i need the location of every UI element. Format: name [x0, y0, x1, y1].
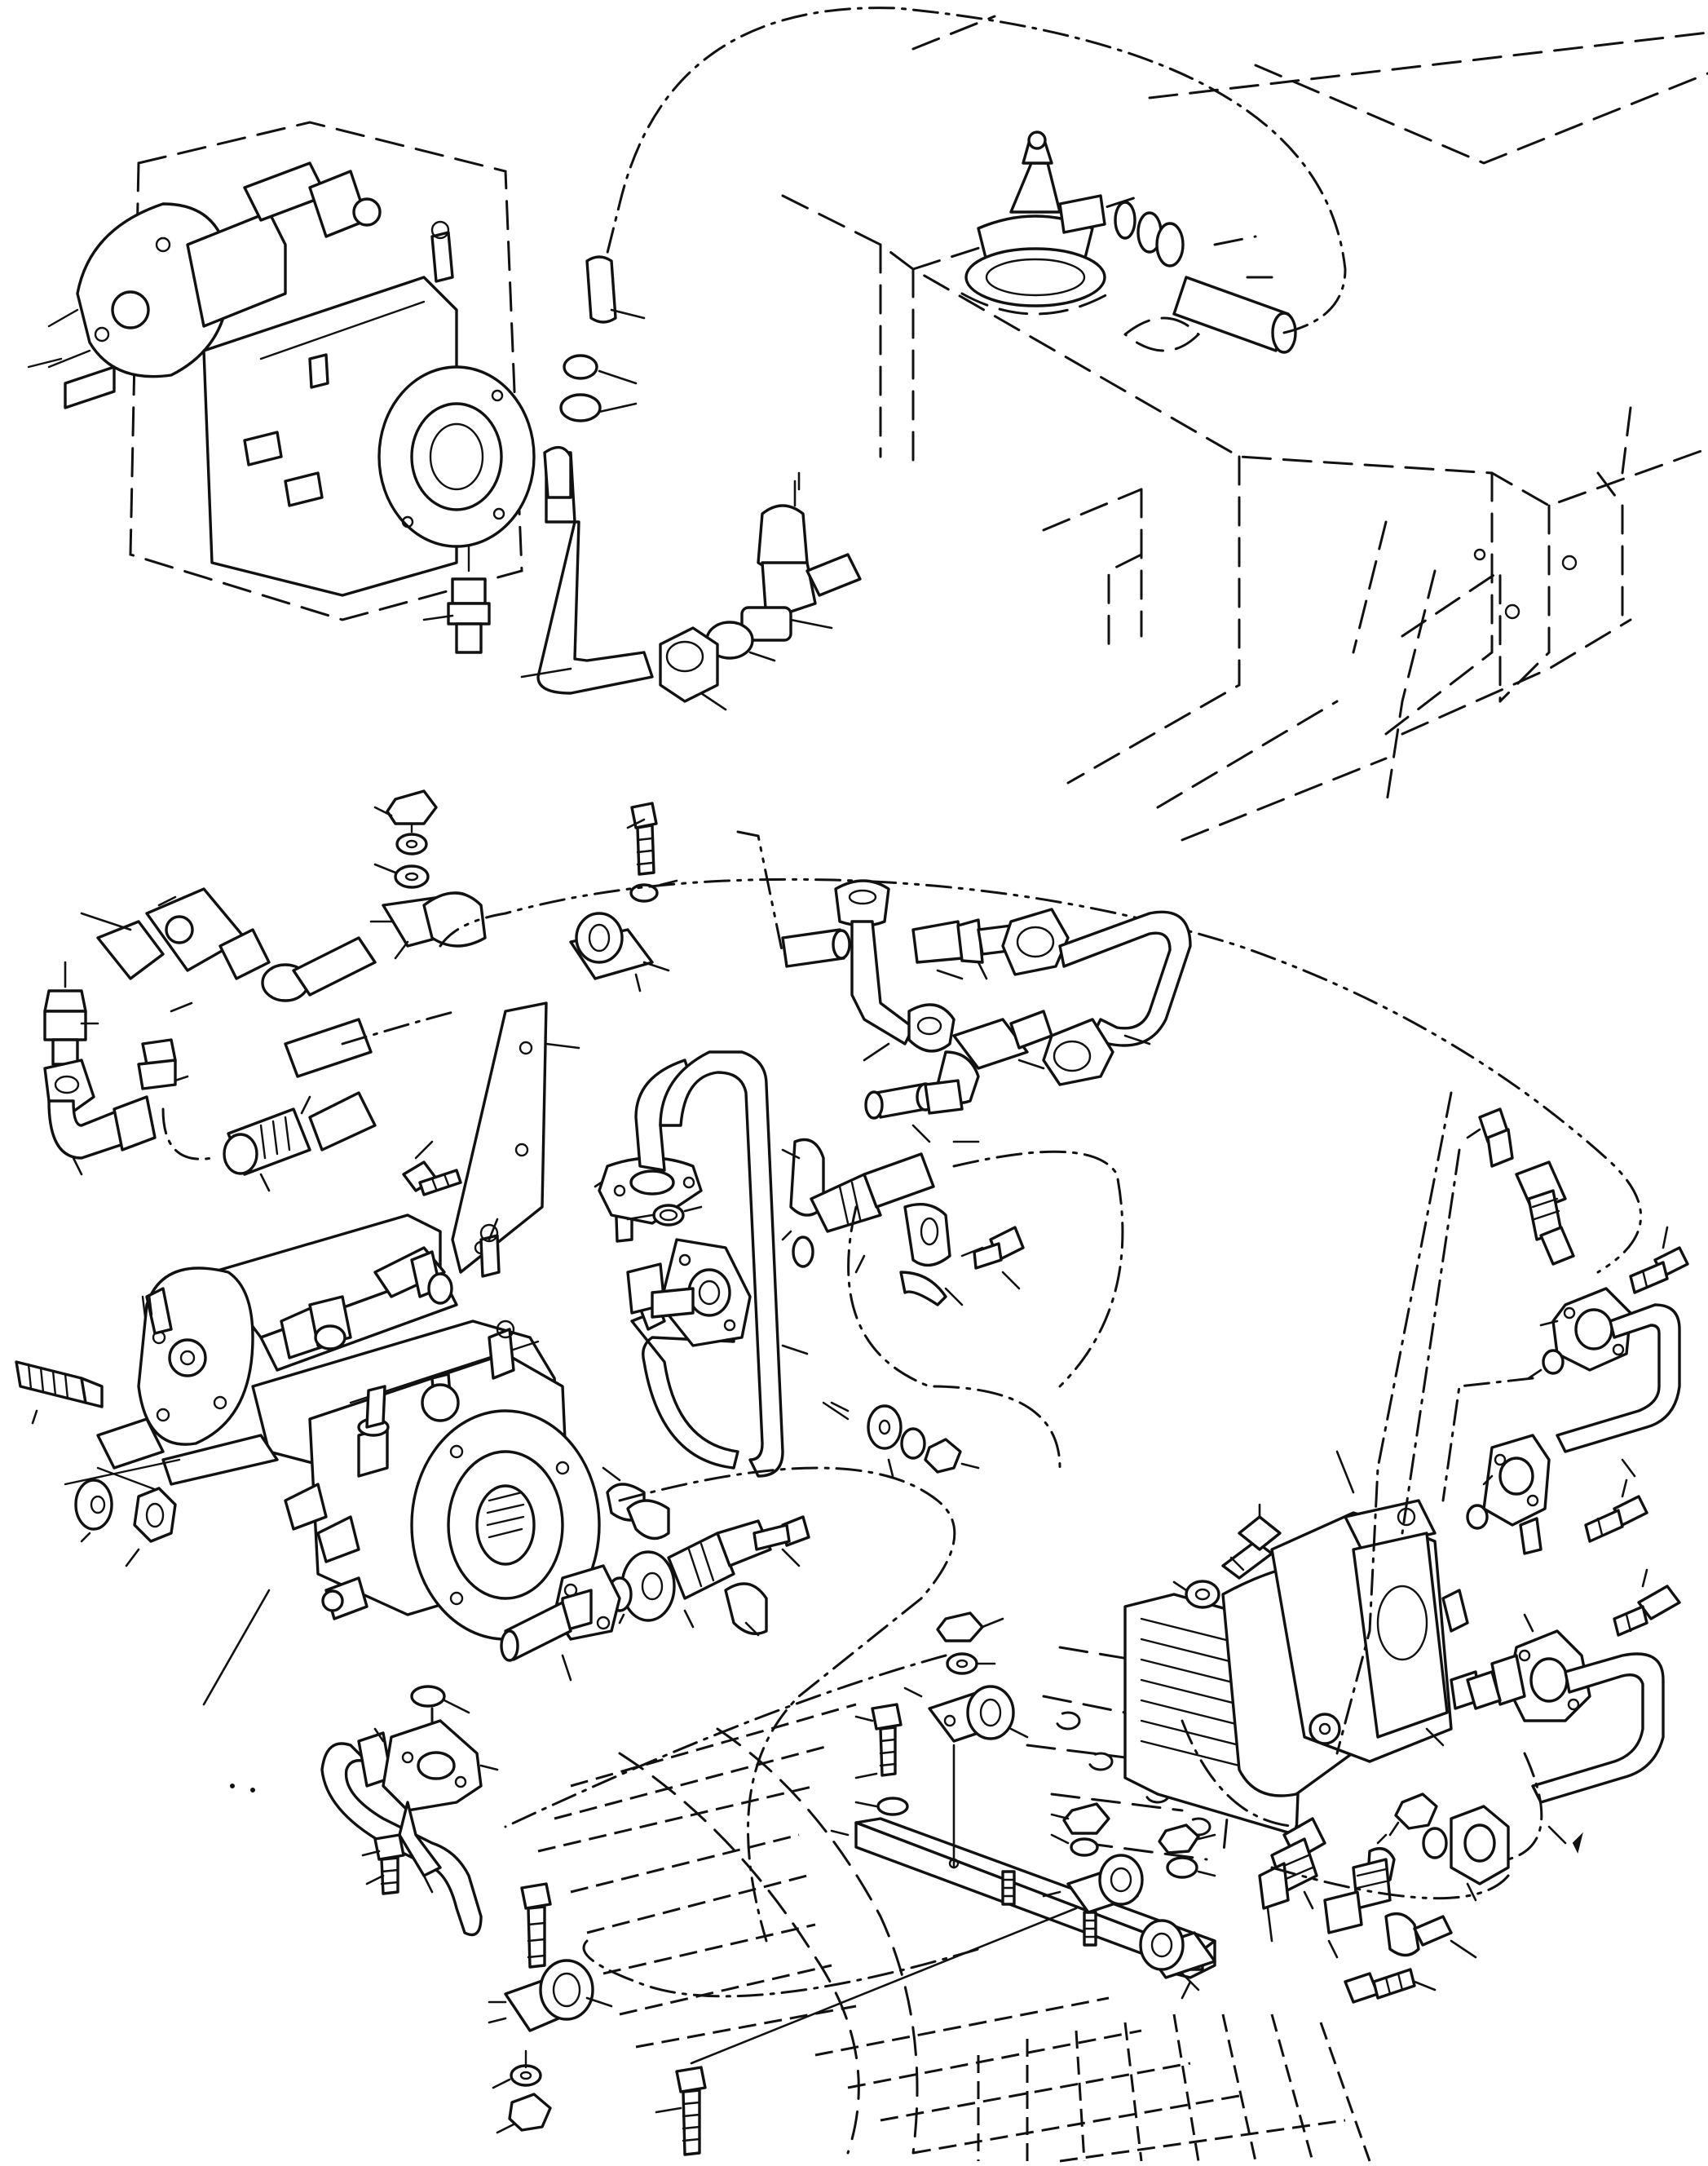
flange-plate	[626, 1238, 752, 1347]
cap-screw	[361, 1833, 405, 1895]
tank-breather-fitting	[960, 130, 1273, 352]
hex-nut	[1158, 1823, 1200, 1854]
machine-frame-outline	[781, 15, 1708, 842]
pipe-clamp	[903, 1685, 1029, 1743]
washer	[867, 1404, 926, 1460]
o-ring	[1466, 1504, 1489, 1530]
hex-nut	[125, 1487, 177, 1567]
pipe-clamp	[1139, 1919, 1216, 1991]
hose-end-fitting	[1466, 1107, 1575, 1266]
loop-pipe	[1556, 1303, 1681, 1478]
o-ring	[1422, 1827, 1448, 1859]
cap-screw	[1584, 1479, 1648, 1543]
loop-pipe	[320, 1719, 499, 1937]
cap-screw	[1344, 1968, 1437, 2004]
flange-plate	[1450, 1805, 1510, 1902]
split-flange-half	[602, 1466, 810, 1637]
cap-screw	[1613, 1568, 1681, 1637]
elbow-fitting	[907, 1003, 1053, 1105]
hex-nut	[1062, 1802, 1110, 1835]
stud	[1001, 1870, 1097, 1947]
hose-end-fitting	[781, 879, 1070, 1062]
o-ring	[626, 1204, 703, 1227]
elbow-fitting	[43, 1059, 157, 1176]
pipe-clamp	[369, 891, 487, 960]
split-flange-half	[1258, 1817, 1326, 1910]
o-ring	[1527, 1349, 1565, 1380]
washer	[1050, 1813, 1099, 1857]
straight-adapter	[137, 1038, 189, 1090]
hex-nut	[373, 789, 438, 825]
hydraulic-pump	[96, 1213, 601, 1706]
hex-nut	[496, 2093, 552, 2134]
split-flange-half	[781, 1138, 964, 1306]
hex-nut	[830, 1401, 980, 1478]
washer	[373, 833, 430, 889]
washer	[854, 1797, 909, 1816]
hex-nut	[936, 1611, 1004, 1642]
straight-adapter	[740, 606, 833, 642]
tee-fitting	[757, 480, 862, 621]
flange-plate	[1466, 1613, 1591, 1722]
washer	[946, 1652, 996, 1675]
pipe-clamp	[1042, 1854, 1144, 1914]
cap-screw	[402, 1140, 462, 1196]
pipe-clamp	[488, 1959, 613, 2032]
suction-hose	[223, 1018, 377, 1192]
washer	[1172, 1580, 1220, 1609]
o-ring	[792, 1236, 814, 1268]
cap-screw	[1629, 1226, 1689, 1294]
straight-adapter	[43, 961, 99, 1066]
hose-end-fitting	[1323, 1833, 1396, 1934]
washer	[1166, 1833, 1216, 1879]
mounting-bracket	[451, 1001, 580, 1274]
cap-screw	[960, 1226, 1025, 1290]
pump-assembly-reference	[27, 121, 536, 654]
hex-nut	[1388, 1792, 1438, 1837]
cap-screw	[854, 1703, 903, 1777]
pipe-clamp	[569, 912, 670, 992]
support-bar	[830, 1817, 1216, 2000]
suction-pipe	[520, 255, 654, 695]
cap-screw	[520, 1882, 552, 1969]
cap-screw	[626, 802, 678, 903]
hydraulic-motor	[1123, 1450, 1481, 1837]
washer	[492, 2064, 542, 2089]
straight-adapter	[864, 1079, 980, 1143]
union-nut	[659, 626, 727, 711]
cap-screw	[655, 2066, 707, 2156]
cap-screw	[1221, 1503, 1282, 1580]
o-ring	[410, 1685, 470, 1714]
elbow-fitting	[80, 887, 377, 1013]
washer	[74, 1479, 113, 1543]
flange-plate	[1482, 1434, 1551, 1555]
loop-pipe	[1042, 910, 1192, 1086]
flange-plate	[500, 1564, 621, 1682]
travel-track	[537, 1646, 1371, 2163]
stud	[15, 1360, 104, 1425]
split-flange-half	[1384, 1912, 1477, 1959]
